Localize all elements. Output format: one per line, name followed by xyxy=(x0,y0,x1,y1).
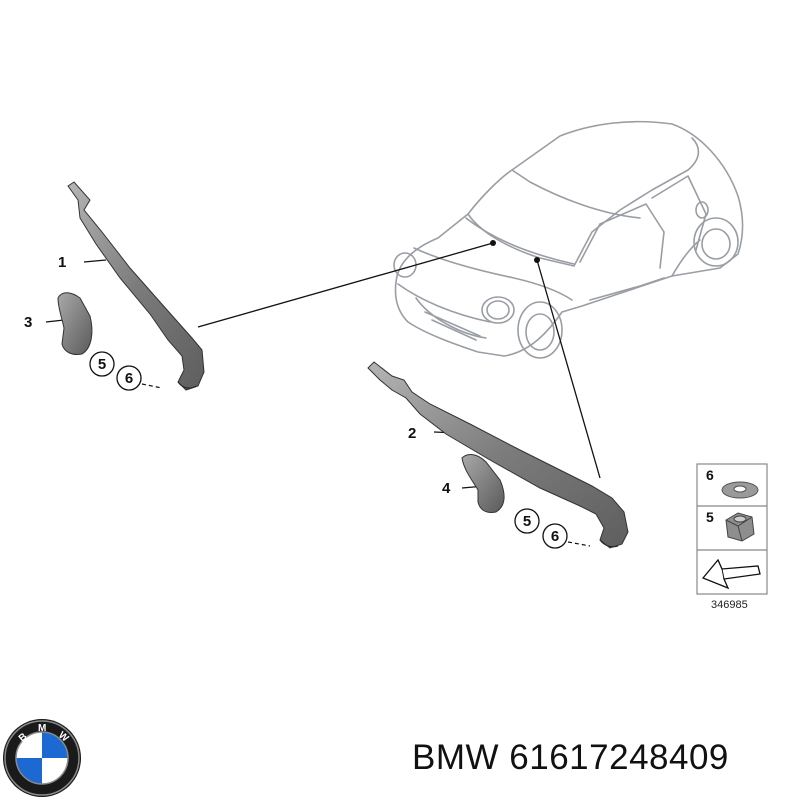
circle-5-left: 5 xyxy=(98,356,106,373)
hardware-legend: 6 5 xyxy=(696,463,768,595)
callout-1: 1 xyxy=(58,254,66,271)
callout-4: 4 xyxy=(442,480,451,497)
part-number: 61617248409 xyxy=(509,738,729,777)
wiper-arm-right xyxy=(367,361,629,549)
hardware-callouts-left: 5 6 xyxy=(89,351,163,391)
circle-6-left: 6 xyxy=(125,370,133,387)
callout-2: 2 xyxy=(408,425,416,442)
brand-part-number: BMW 61617248409 xyxy=(412,738,729,778)
circle-5-right: 5 xyxy=(523,513,531,530)
hardware-callouts-right: 5 6 xyxy=(514,508,591,549)
circle-6-right: 6 xyxy=(551,528,559,545)
wiper-arm-left xyxy=(67,181,205,391)
svg-text:M: M xyxy=(38,723,46,734)
arrow-icon xyxy=(701,558,761,590)
bmw-logo-icon: B M W xyxy=(3,719,81,797)
pivot-point-right xyxy=(534,257,540,263)
pivot-point-left xyxy=(490,240,496,246)
cover-cap-left xyxy=(57,292,93,355)
brand-name: BMW xyxy=(412,738,500,777)
legend-label-5: 5 xyxy=(706,509,714,525)
legend-label-6: 6 xyxy=(706,467,714,483)
cover-cap-right xyxy=(461,454,505,513)
callout-3: 3 xyxy=(24,314,32,331)
hex-nut-icon xyxy=(725,512,755,542)
diagram-ref-number: 346985 xyxy=(711,599,748,611)
car-illustration xyxy=(393,120,744,359)
washer-icon xyxy=(721,481,759,499)
